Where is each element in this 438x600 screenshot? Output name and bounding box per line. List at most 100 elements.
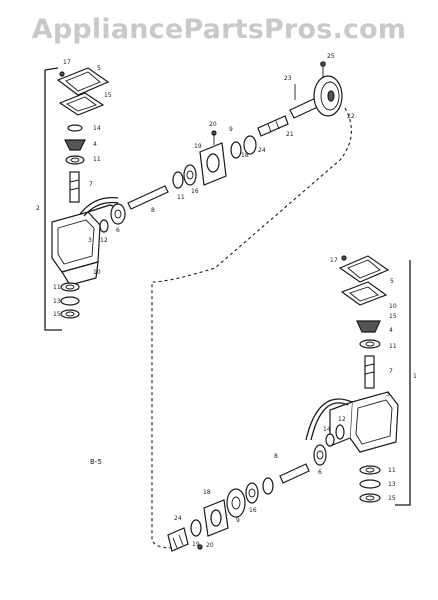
seal-bottom-16-inner: [248, 488, 256, 498]
cover-plate-top-inner: [65, 71, 101, 92]
figure-mark: B-5: [90, 458, 102, 466]
bearing-bottom-bottom-11: [359, 465, 381, 475]
cover-screw-bottom: [341, 255, 347, 261]
shaft-bottom-7-threads: [364, 363, 375, 375]
shaft-top-7: [69, 171, 80, 203]
bearing-top-18: [230, 141, 242, 159]
label-bottom-5: 5: [390, 278, 394, 285]
label-top-12: 12: [100, 237, 108, 244]
label-top-13: 13: [53, 298, 61, 305]
label-top-15: 15: [104, 92, 112, 99]
washer-bottom-13: [359, 479, 381, 489]
gear-top-6-hub: [114, 209, 122, 219]
label-top-17: 17: [63, 59, 71, 66]
label-bottom-7: 7: [389, 368, 393, 375]
label-top-8: 8: [151, 207, 155, 214]
flange-bottom-9-hole: [231, 496, 241, 510]
bearing-bottom-bottom-11-inner: [365, 467, 375, 473]
shaft-top-24: [257, 115, 289, 137]
pulley-top-22-rim: [320, 81, 340, 111]
shaft-bottom-8: [279, 463, 310, 484]
gear-bottom-6-hub: [316, 450, 324, 460]
shaft-bottom-24: [167, 527, 189, 552]
label-bottom-18: 18: [203, 489, 211, 496]
label-bottom-8: 8: [274, 453, 278, 460]
cover-plate-bottom: [338, 255, 390, 283]
flange-top-19-hole: [206, 153, 220, 173]
label-top-11b: 11: [177, 194, 185, 201]
label-bottom-11: 11: [389, 343, 397, 350]
bracket-line-top: [44, 70, 62, 331]
bearing-top-11b: [172, 171, 184, 189]
bearing-bottom-11b: [262, 477, 274, 495]
label-bottom-9: 9: [236, 517, 240, 524]
label-bottom-1: 1: [413, 373, 417, 380]
washer-top-13: [60, 296, 80, 306]
gasket-bottom: [340, 281, 388, 306]
label-bottom-6: 6: [318, 469, 322, 476]
label-top-15b: 15: [53, 311, 61, 318]
bracket-cap-top: [44, 67, 59, 71]
bevel-gear-bottom: [356, 320, 381, 333]
cover-plate-bottom-inner: [347, 259, 381, 279]
label-top-23: 23: [284, 75, 292, 82]
bearing-bottom-19: [190, 519, 202, 537]
top-assembly: [44, 61, 352, 549]
shaft-top-8: [127, 185, 169, 210]
label-bottom-15b: 15: [388, 495, 396, 502]
label-top-4: 4: [93, 141, 97, 148]
label-top-11: 11: [93, 156, 101, 163]
label-top-24: 24: [258, 147, 266, 154]
label-bottom-19: 19: [192, 541, 200, 548]
hose-bottom: [305, 398, 353, 441]
ring-bottom-12: [335, 424, 345, 440]
seal-top-16: [183, 164, 197, 186]
label-bottom-14: 14: [323, 426, 331, 433]
bearing-top-bottom-11: [60, 282, 80, 292]
label-top-22: 22: [347, 113, 355, 120]
label-top-25: 25: [327, 53, 335, 60]
hose-bottom-b: [310, 402, 349, 441]
screw-top-20: [211, 130, 217, 136]
ring-bottom-14: [325, 433, 335, 447]
washer-top-15: [60, 309, 80, 319]
label-bottom-11b: 11: [388, 467, 396, 474]
gasket-top-inner: [66, 96, 97, 112]
gearbox-housing-bottom-side: [329, 401, 353, 447]
gear-top-6: [110, 203, 126, 225]
label-bottom-10: 10: [389, 303, 397, 310]
gear-bottom-6: [313, 444, 327, 466]
label-top-6: 6: [116, 227, 120, 234]
label-top-14: 14: [93, 125, 101, 132]
label-bottom-4: 4: [389, 327, 393, 334]
labels-top: 17 5 15 14 4 11 7 2 3 12 6 8 11 16 19 20…: [36, 53, 355, 318]
label-top-18: 18: [241, 152, 249, 159]
label-top-3: 3: [88, 237, 92, 244]
hose-top-b: [83, 201, 119, 217]
label-bottom-13: 13: [388, 481, 396, 488]
label-top-11c: 11: [53, 284, 61, 291]
seal-bottom-16: [245, 482, 259, 504]
bracket-line-bottom: [395, 260, 411, 506]
bearing-top-9: [243, 135, 257, 155]
label-top-21: 21: [286, 131, 294, 138]
bearing-top-11-inner: [70, 157, 80, 163]
bevel-gear-top: [64, 139, 86, 151]
label-top-16: 16: [191, 188, 199, 195]
washer-bottom-15: [359, 493, 381, 503]
label-top-20: 20: [209, 121, 217, 128]
bearing-top-bottom-11-inner: [65, 284, 75, 290]
gearbox-housing-bottom-inner: [355, 399, 393, 445]
label-bottom-15: 15: [389, 313, 397, 320]
washer-bottom-15-inner: [365, 495, 375, 501]
bottom-assembly: [167, 255, 411, 552]
label-top-19: 19: [194, 143, 202, 150]
label-bottom-3: 3: [386, 391, 390, 398]
dashed-link: [151, 107, 352, 549]
flange-bottom-18-hole: [210, 509, 222, 527]
label-top-2: 2: [36, 205, 40, 212]
shaft-bottom-24-threads: [172, 534, 184, 549]
gearbox-housing-top-inner: [57, 219, 95, 265]
